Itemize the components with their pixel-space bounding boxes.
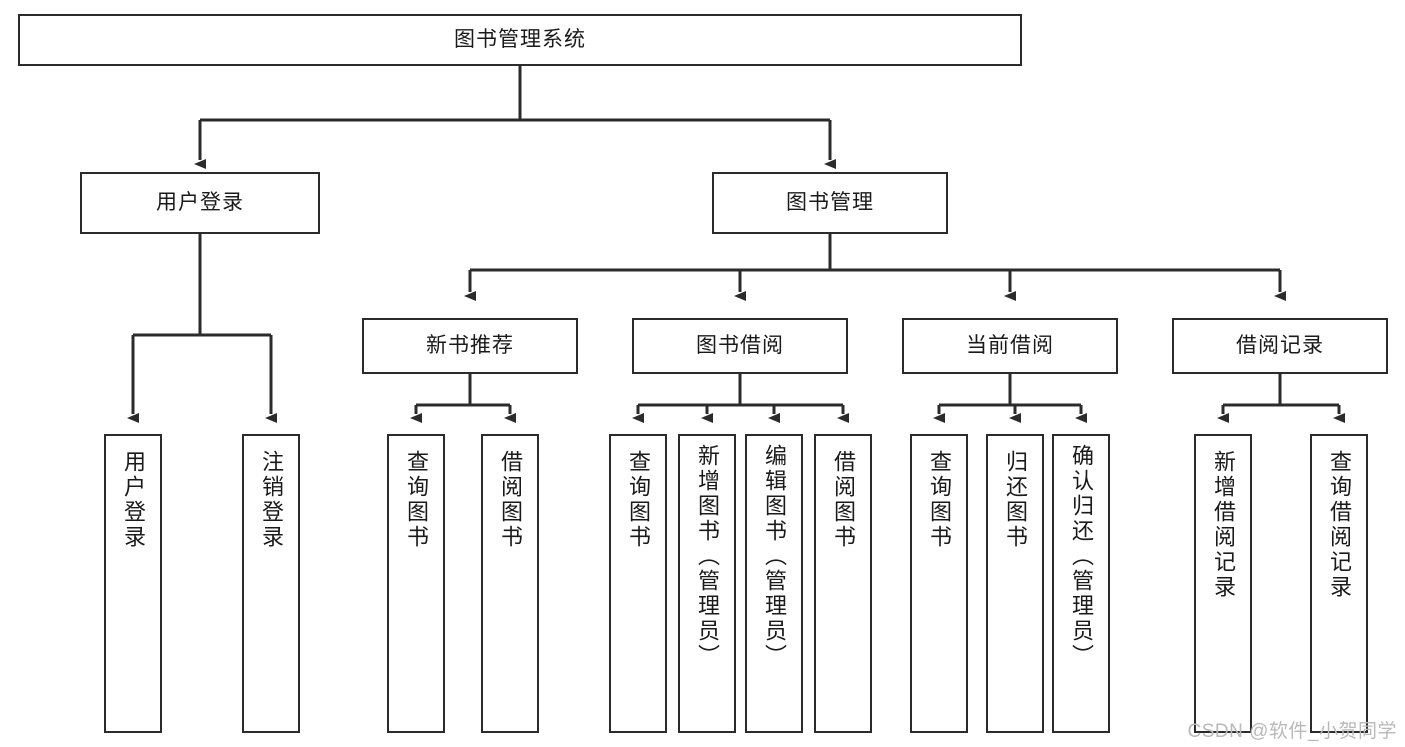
leaf-return-book[interactable]: 归还图书 (986, 434, 1044, 733)
leaf-edit-book[interactable]: 编辑图书（管理员） (745, 434, 803, 733)
leaf-logout-label: 注销登录 (259, 450, 284, 550)
leaf-confirm-return[interactable]: 确认归还（管理员） (1052, 434, 1110, 733)
leaf-logout[interactable]: 注销登录 (242, 434, 300, 733)
node-book-borrow[interactable]: 图书借阅 (632, 318, 848, 374)
node-new-book-rec-label: 新书推荐 (426, 333, 514, 357)
node-current-borrow[interactable]: 当前借阅 (902, 318, 1118, 374)
leaf-add-book[interactable]: 新增图书（管理员） (678, 434, 736, 733)
watermark: CSDN @软件_小贺同学 (1187, 721, 1397, 742)
node-borrow-record[interactable]: 借阅记录 (1172, 318, 1388, 374)
leaf-confirm-return-label: 确认归还（管理员） (1069, 444, 1094, 669)
leaf-borrow-book-1[interactable]: 借阅图书 (481, 434, 539, 733)
leaf-query-book-1-label: 查询图书 (404, 450, 429, 550)
leaf-add-record[interactable]: 新增借阅记录 (1194, 434, 1252, 733)
leaf-query-record[interactable]: 查询借阅记录 (1310, 434, 1368, 733)
node-root[interactable]: 图书管理系统 (18, 14, 1022, 66)
node-borrow-record-label: 借阅记录 (1236, 333, 1324, 357)
node-current-borrow-label: 当前借阅 (966, 333, 1054, 357)
node-root-label: 图书管理系统 (454, 27, 586, 51)
leaf-query-book-3[interactable]: 查询图书 (910, 434, 968, 733)
leaf-edit-book-label: 编辑图书（管理员） (762, 444, 787, 669)
node-book-manage-label: 图书管理 (786, 190, 874, 214)
leaf-user-login[interactable]: 用户登录 (104, 434, 162, 733)
leaf-query-book-1[interactable]: 查询图书 (387, 434, 445, 733)
leaf-borrow-book-2[interactable]: 借阅图书 (814, 434, 872, 733)
leaf-query-book-2-label: 查询图书 (626, 450, 651, 550)
node-user-login-label: 用户登录 (156, 190, 244, 214)
leaf-borrow-book-2-label: 借阅图书 (831, 450, 856, 550)
leaf-borrow-book-1-label: 借阅图书 (498, 450, 523, 550)
node-book-borrow-label: 图书借阅 (696, 333, 784, 357)
node-book-manage[interactable]: 图书管理 (712, 172, 948, 234)
leaf-query-record-label: 查询借阅记录 (1327, 450, 1352, 600)
leaf-query-book-3-label: 查询图书 (927, 450, 952, 550)
leaf-user-login-label: 用户登录 (121, 450, 146, 550)
leaf-add-book-label: 新增图书（管理员） (695, 444, 720, 669)
node-user-login[interactable]: 用户登录 (80, 172, 320, 234)
leaf-add-record-label: 新增借阅记录 (1211, 450, 1236, 600)
leaf-query-book-2[interactable]: 查询图书 (609, 434, 667, 733)
leaf-return-book-label: 归还图书 (1003, 450, 1028, 550)
node-new-book-rec[interactable]: 新书推荐 (362, 318, 578, 374)
